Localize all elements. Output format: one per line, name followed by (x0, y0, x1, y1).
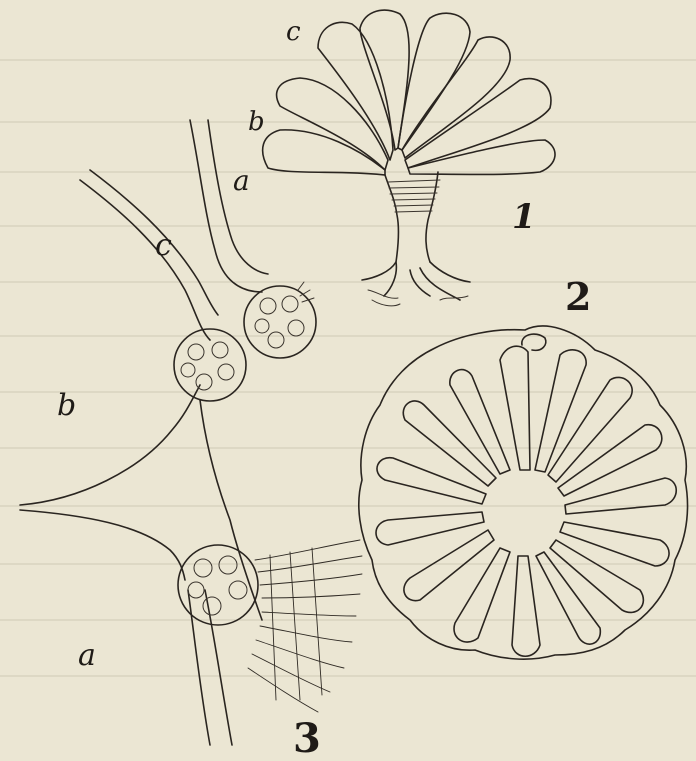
fig1-label-c: c (286, 17, 301, 47)
fig3-label-a: a (78, 638, 96, 673)
fig3-label-c: c (155, 228, 172, 263)
fig3-number: 3 (293, 715, 321, 761)
fig1-lobed-fan (263, 10, 555, 306)
fig3-branching-cells (20, 120, 362, 745)
fig1-number: 1 (512, 197, 536, 237)
fig2-number: 2 (565, 274, 591, 319)
fig1-label-a: a (233, 164, 250, 197)
fig2-rosette (359, 326, 688, 659)
fig1-label-b: b (248, 107, 265, 137)
fig3-label-b: b (57, 388, 76, 423)
